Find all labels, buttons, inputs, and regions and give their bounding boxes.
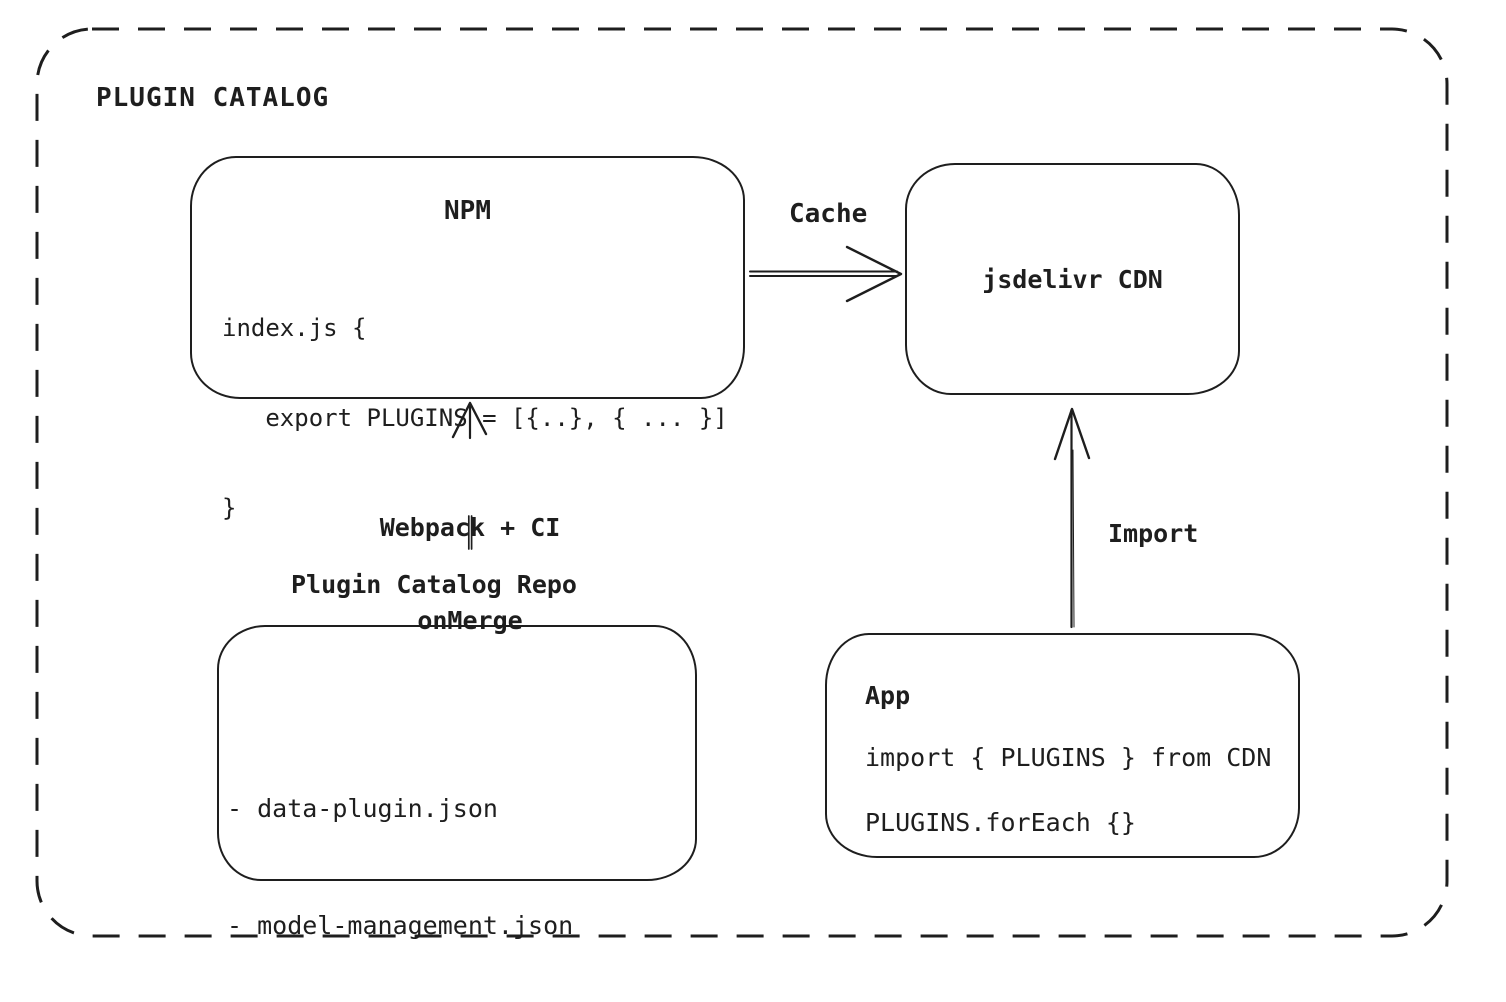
- npm-code-line: index.js {: [222, 314, 367, 342]
- npm-title: NPM: [444, 196, 491, 226]
- node-cdn: jsdelivr CDN: [905, 163, 1240, 395]
- app-body: App import { PLUGINS } from CDN PLUGINS.…: [865, 681, 1271, 837]
- repo-file-item: - data-plugin.json: [227, 794, 498, 823]
- import-edge-label: Import: [1108, 519, 1199, 548]
- build-edge-label: Webpack + CI onMerge: [380, 450, 561, 698]
- node-repo: - data-plugin.json - model-management.js…: [217, 625, 697, 940]
- repo-title: Plugin Catalog Repo: [291, 570, 577, 599]
- app-title: App: [865, 681, 911, 710]
- npm-code-block: index.js { export PLUGINS = [{..}, { ...…: [222, 253, 728, 583]
- repo-file-list: - data-plugin.json - model-management.js…: [227, 711, 573, 1002]
- repo-file-item: - model-management.json: [227, 911, 574, 940]
- cdn-title: jsdelivr CDN: [982, 264, 1163, 294]
- npm-code-line: export PLUGINS = [{..}, { ... }]: [222, 404, 728, 432]
- app-code-line: import { PLUGINS } from CDN: [865, 743, 1272, 772]
- app-code-line: PLUGINS.forEach {}: [865, 808, 1136, 837]
- cache-edge-label: Cache: [789, 199, 868, 229]
- build-edge-label-line2: onMerge: [417, 606, 523, 635]
- node-app: App import { PLUGINS } from CDN PLUGINS.…: [825, 633, 1300, 858]
- node-npm: NPM index.js { export PLUGINS = [{..}, {…: [190, 156, 745, 522]
- import-arrow: [1053, 407, 1091, 629]
- cache-arrow: [749, 245, 903, 303]
- npm-code-line: }: [222, 494, 237, 522]
- build-edge-label-line1: Webpack + CI: [379, 513, 561, 542]
- diagram-title: PLUGIN CATALOG: [96, 83, 330, 113]
